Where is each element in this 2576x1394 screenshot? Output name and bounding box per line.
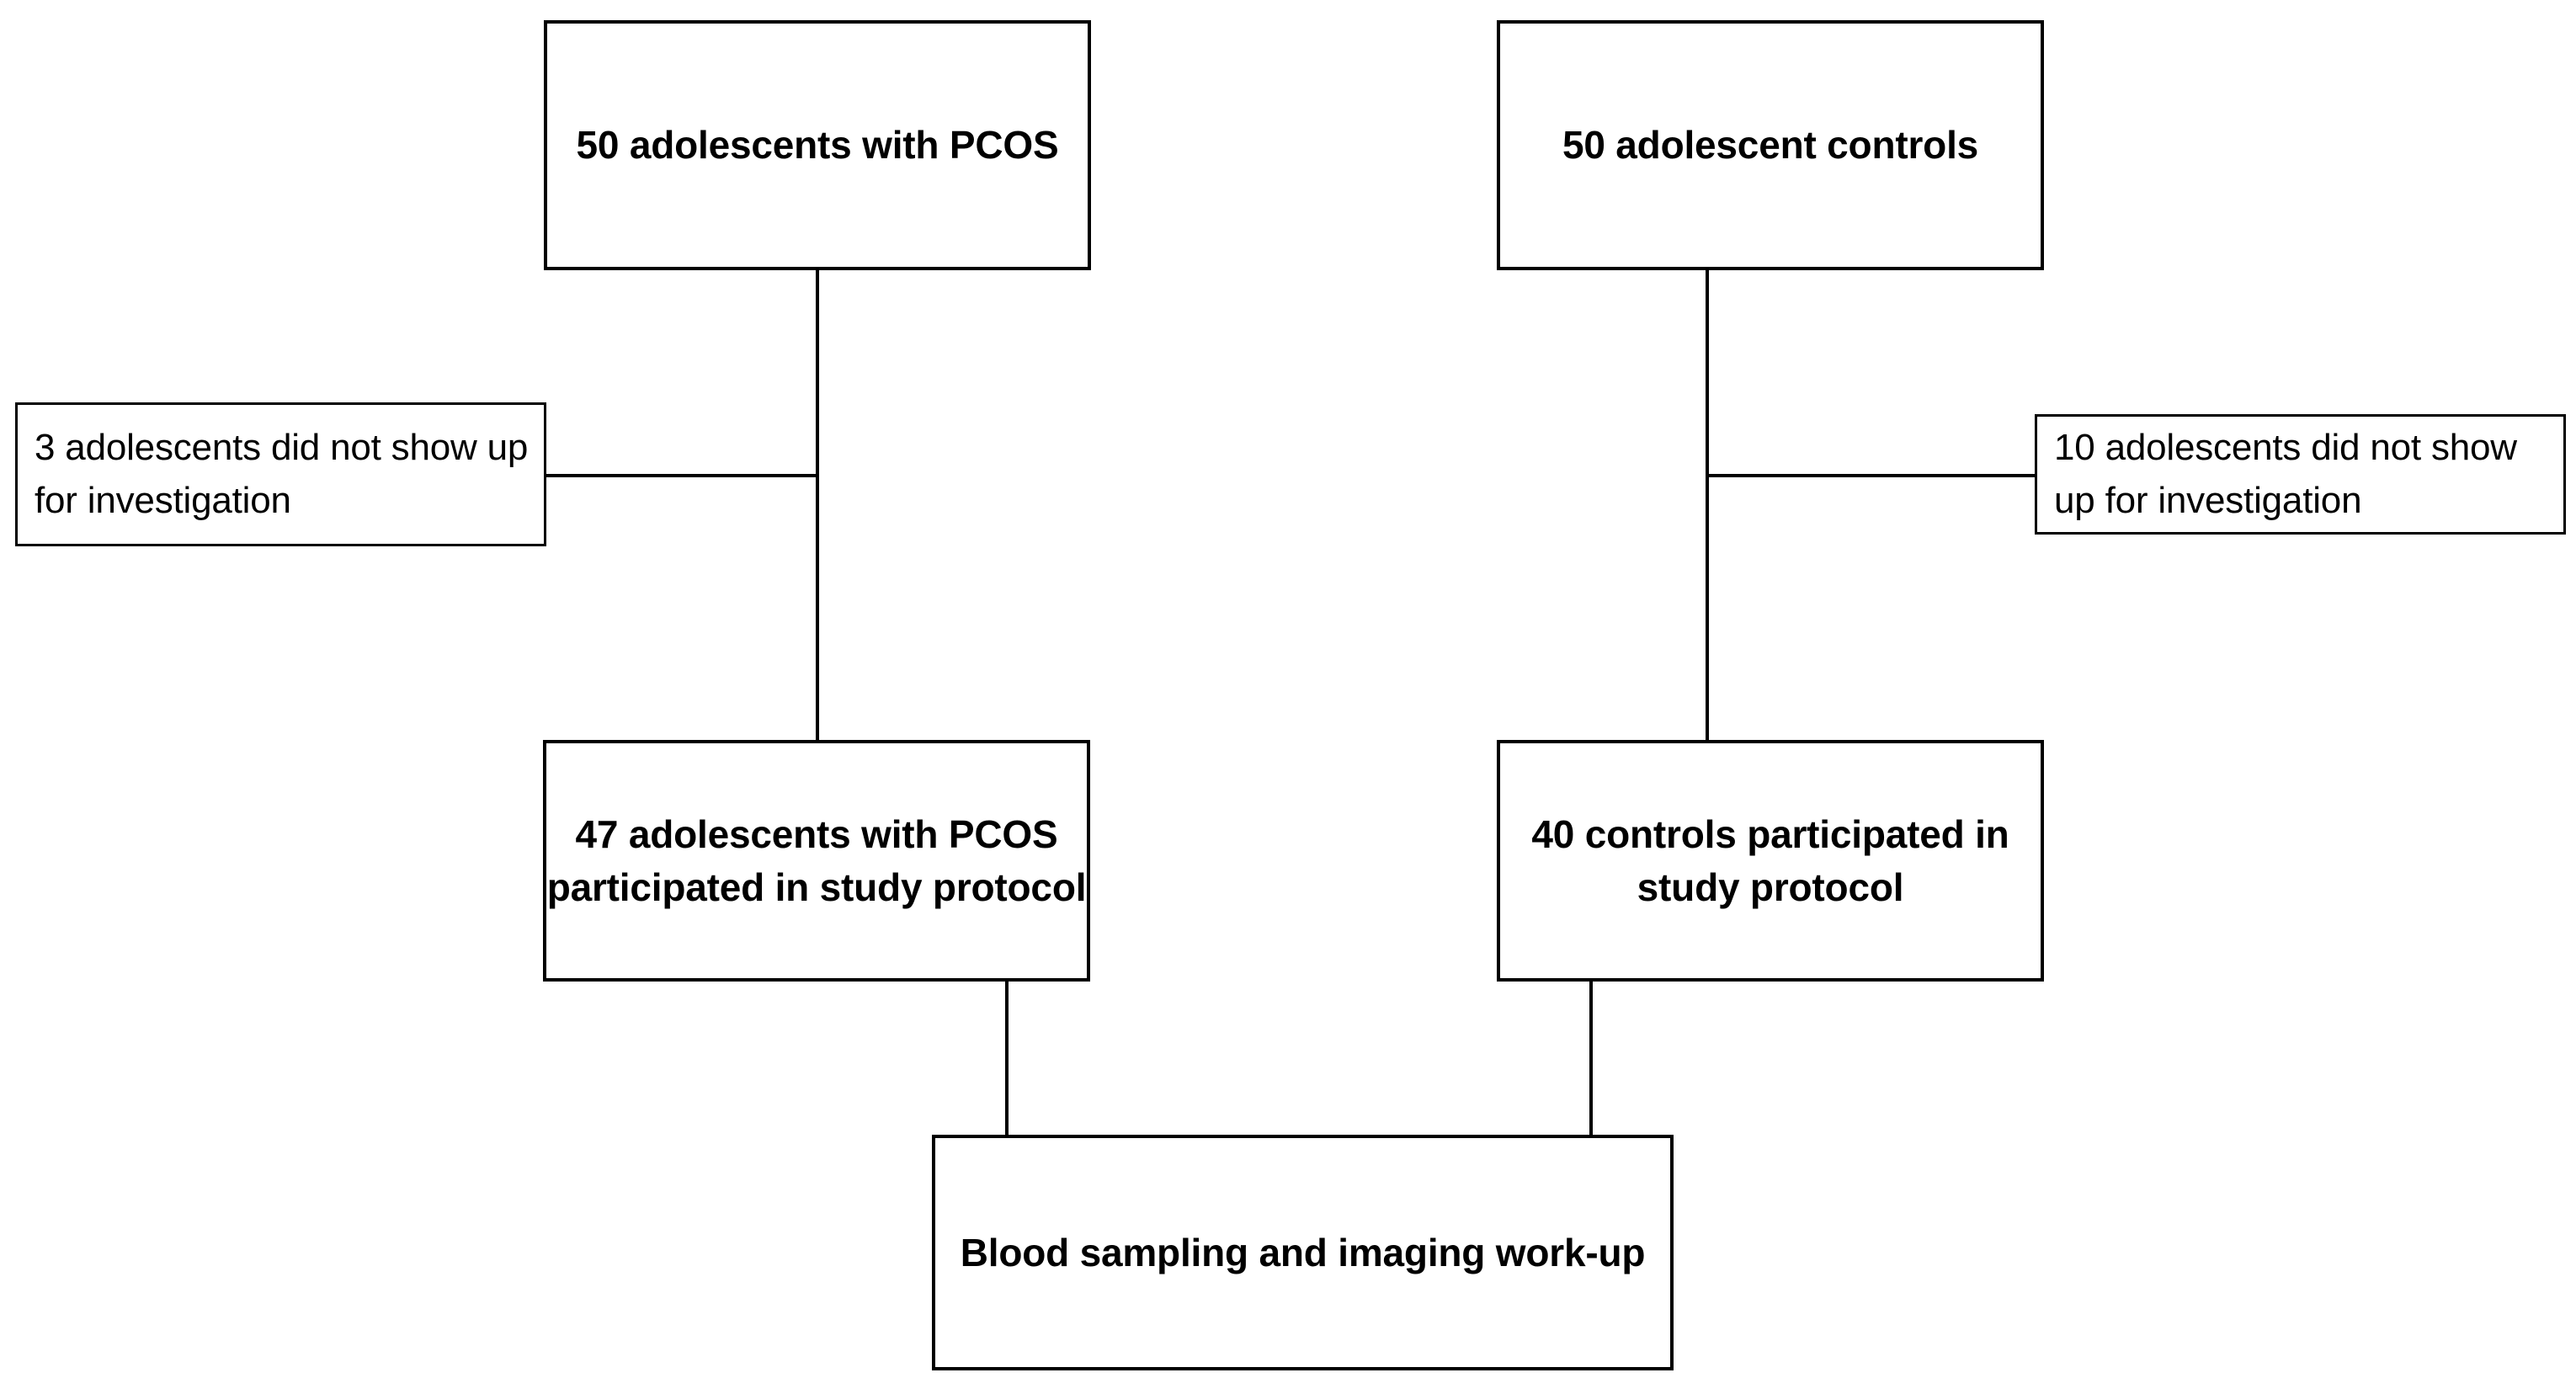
- node-pcos-participated-label: 47 adolescents with PCOS participated in…: [546, 812, 1087, 909]
- node-controls-participated-label: 40 controls participated in study protoc…: [1531, 812, 2009, 909]
- node-pcos-participated: 47 adolescents with PCOS participated in…: [543, 740, 1090, 982]
- node-workup-label: Blood sampling and imaging work-up: [960, 1230, 1646, 1274]
- node-pcos-enrolled: 50 adolescents with PCOS: [544, 20, 1091, 270]
- node-controls-enrolled-label: 50 adolescent controls: [1562, 123, 1979, 168]
- node-workup: Blood sampling and imaging work-up: [932, 1135, 1674, 1370]
- connector-pcos-exclusion: [545, 474, 817, 477]
- connector-pcos-enrolled-to-participated: [816, 268, 819, 742]
- node-pcos-excluded: 3 adolescents did not show up for invest…: [15, 402, 546, 546]
- connector-controls-enrolled-to-participated: [1706, 268, 1709, 742]
- node-pcos-excluded-label: 3 adolescents did not show up for invest…: [35, 427, 529, 521]
- node-pcos-enrolled-label: 50 adolescents with PCOS: [576, 123, 1059, 168]
- node-controls-excluded: 10 adolescents did not show up for inves…: [2035, 414, 2566, 535]
- connector-controls-exclusion: [1706, 474, 2036, 477]
- connector-pcos-participated-to-workup: [1005, 980, 1009, 1136]
- node-controls-participated: 40 controls participated in study protoc…: [1497, 740, 2044, 982]
- node-controls-enrolled: 50 adolescent controls: [1497, 20, 2044, 270]
- node-controls-excluded-label: 10 adolescents did not show up for inves…: [2054, 427, 2517, 521]
- connector-controls-participated-to-workup: [1589, 980, 1593, 1136]
